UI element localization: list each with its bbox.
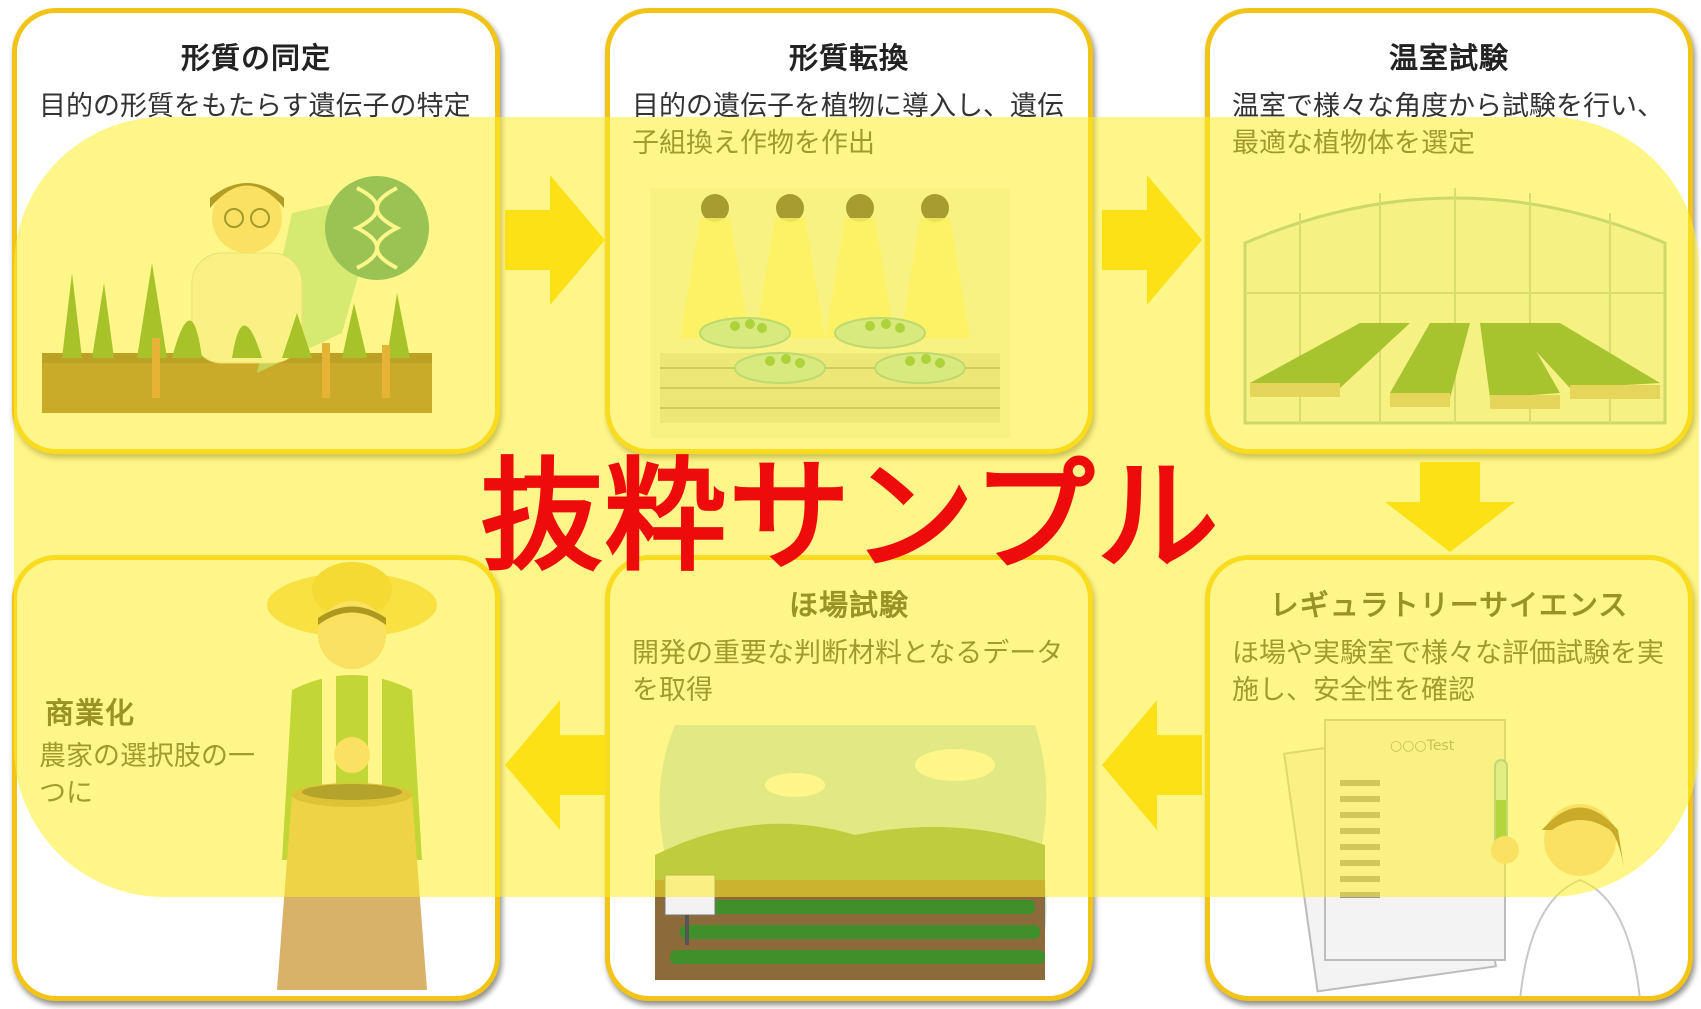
step-description: 農家の選択肢の一つに [39,741,255,809]
arrow-right-icon [505,175,605,305]
arrow-left-icon [1102,700,1202,830]
step-description: 開発の重要な判断材料となるデータを取得 [632,638,1064,706]
greenhouse-icon [1243,188,1667,425]
step-title: 形質の同定 [180,41,331,75]
sample-watermark: 抜粋サンプル [480,446,1221,588]
step-card-greenhouse-trial: 温室試験 温室で様々な角度から試験を行い、最適な植物体を選定 [1205,8,1693,454]
step-card-commercialization: 商業化 農家の選択肢の一つに [12,555,500,1001]
scientist-with-dna-icon [42,176,432,413]
growth-chamber-icon [650,188,1010,438]
step-description: 目的の遺伝子を植物に導入し、遺伝子組換え作物を作出 [632,91,1064,159]
document-label: ○○○Test [1390,738,1455,754]
step-title: 温室試験 [1388,41,1509,75]
step-card-transformation: 形質転換 目的の遺伝子を植物に導入し、遺伝子組換え作物を作出 [605,8,1093,454]
arrow-right-icon [1102,175,1202,305]
step-card-trait-identification: 形質の同定 目的の形質をもたらす遺伝子の特定 [12,8,500,454]
step-card-regulatory-science: レギュラトリーサイエンス ほ場や実験室で様々な評価試験を実施し、安全性を確認 ○… [1205,555,1693,1001]
step-card-field-trial: ほ場試験 開発の重要な判断材料となるデータを取得 [605,555,1093,1001]
step-title: レギュラトリーサイエンス [1269,588,1629,622]
step-description: 温室で様々な角度から試験を行い、最適な植物体を選定 [1232,91,1664,159]
step-title: 商業化 [45,696,136,730]
step-description: ほ場や実験室で様々な評価試験を実施し、安全性を確認 [1232,638,1664,706]
step-title: ほ場試験 [788,588,909,622]
researcher-with-test-tube-icon: ○○○Test [1283,719,1641,996]
step-description: 目的の形質をもたらす遺伝子の特定 [39,91,471,122]
field-icon [655,725,1047,980]
farmer-with-seed-bag-icon [267,562,437,990]
step-title: 形質転換 [788,41,909,75]
arrow-left-icon [505,700,605,830]
